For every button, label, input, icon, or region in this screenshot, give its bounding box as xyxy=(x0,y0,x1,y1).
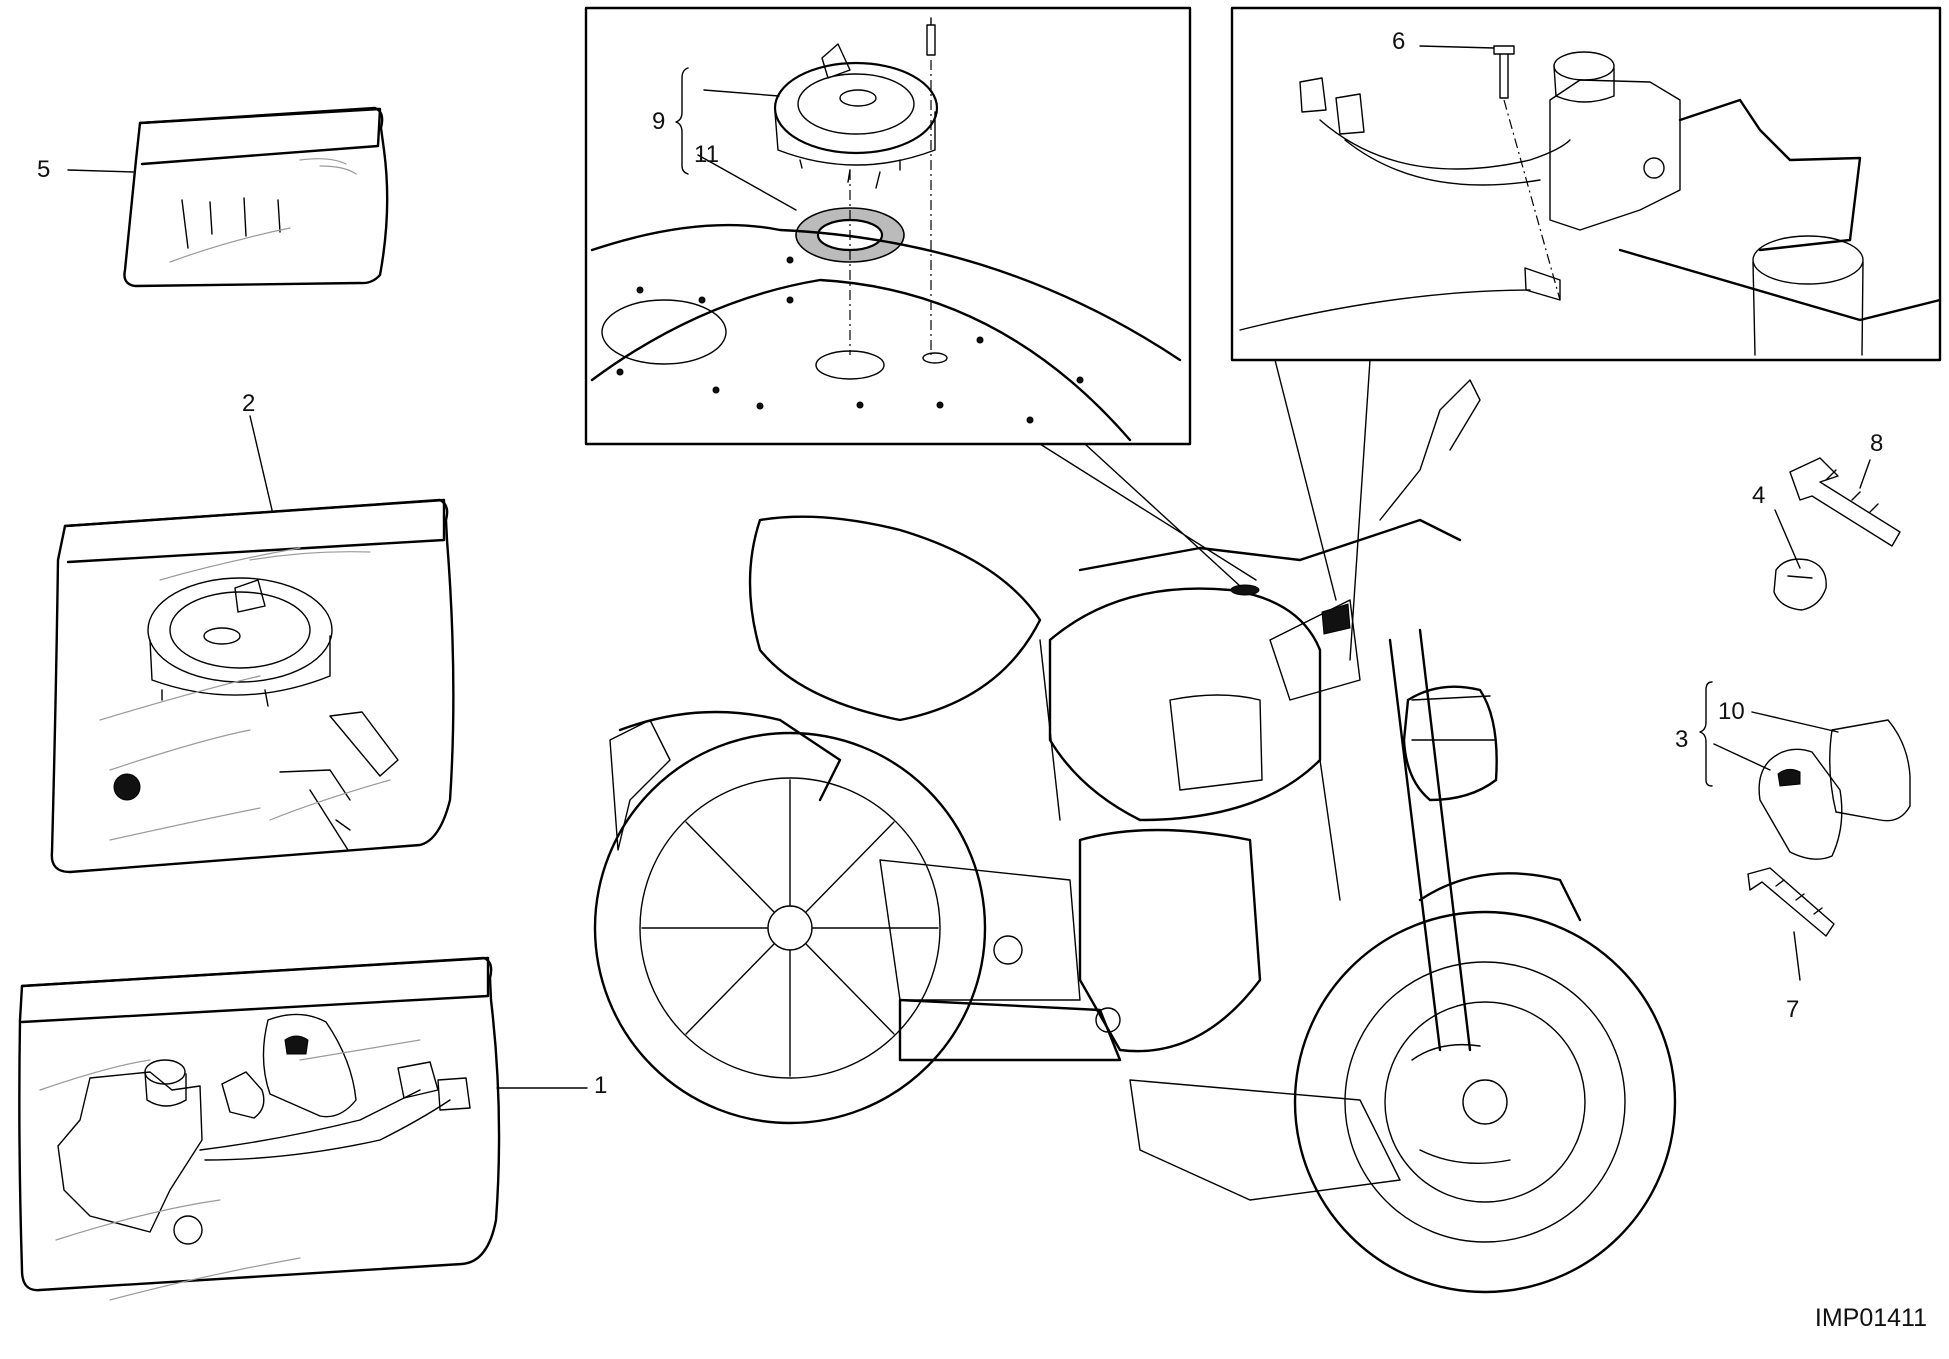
detail-box-ignition xyxy=(1230,6,1942,661)
drawing-code: IMP01411 xyxy=(1814,1304,1927,1332)
loose-part-key-8 xyxy=(1789,457,1901,547)
callout-7: 7 xyxy=(1786,996,1800,1023)
callout-10: 10 xyxy=(1718,698,1745,725)
callout-8: 8 xyxy=(1870,430,1884,457)
loose-part-key-blade-7 xyxy=(1747,867,1835,981)
callout-5: 5 xyxy=(37,156,51,183)
callout-4: 4 xyxy=(1752,482,1766,509)
callout-6: 6 xyxy=(1392,28,1406,55)
kit-2-package xyxy=(50,498,455,874)
callout-11: 11 xyxy=(694,141,719,168)
detail-box-fuel-cap xyxy=(584,6,1257,587)
callout-3: 3 xyxy=(1675,726,1689,753)
loose-part-key-head-4 xyxy=(1773,558,1827,611)
callout-leaders xyxy=(67,169,1871,1089)
kit-5-package xyxy=(123,106,389,288)
callout-1: 1 xyxy=(594,1072,608,1099)
kit-1-package xyxy=(18,956,501,1301)
callout-9: 9 xyxy=(652,108,666,135)
motorcycle-outline xyxy=(593,379,1677,1294)
callout-2: 2 xyxy=(242,390,256,417)
loose-part-keyfob-10-3 xyxy=(1699,681,1911,860)
